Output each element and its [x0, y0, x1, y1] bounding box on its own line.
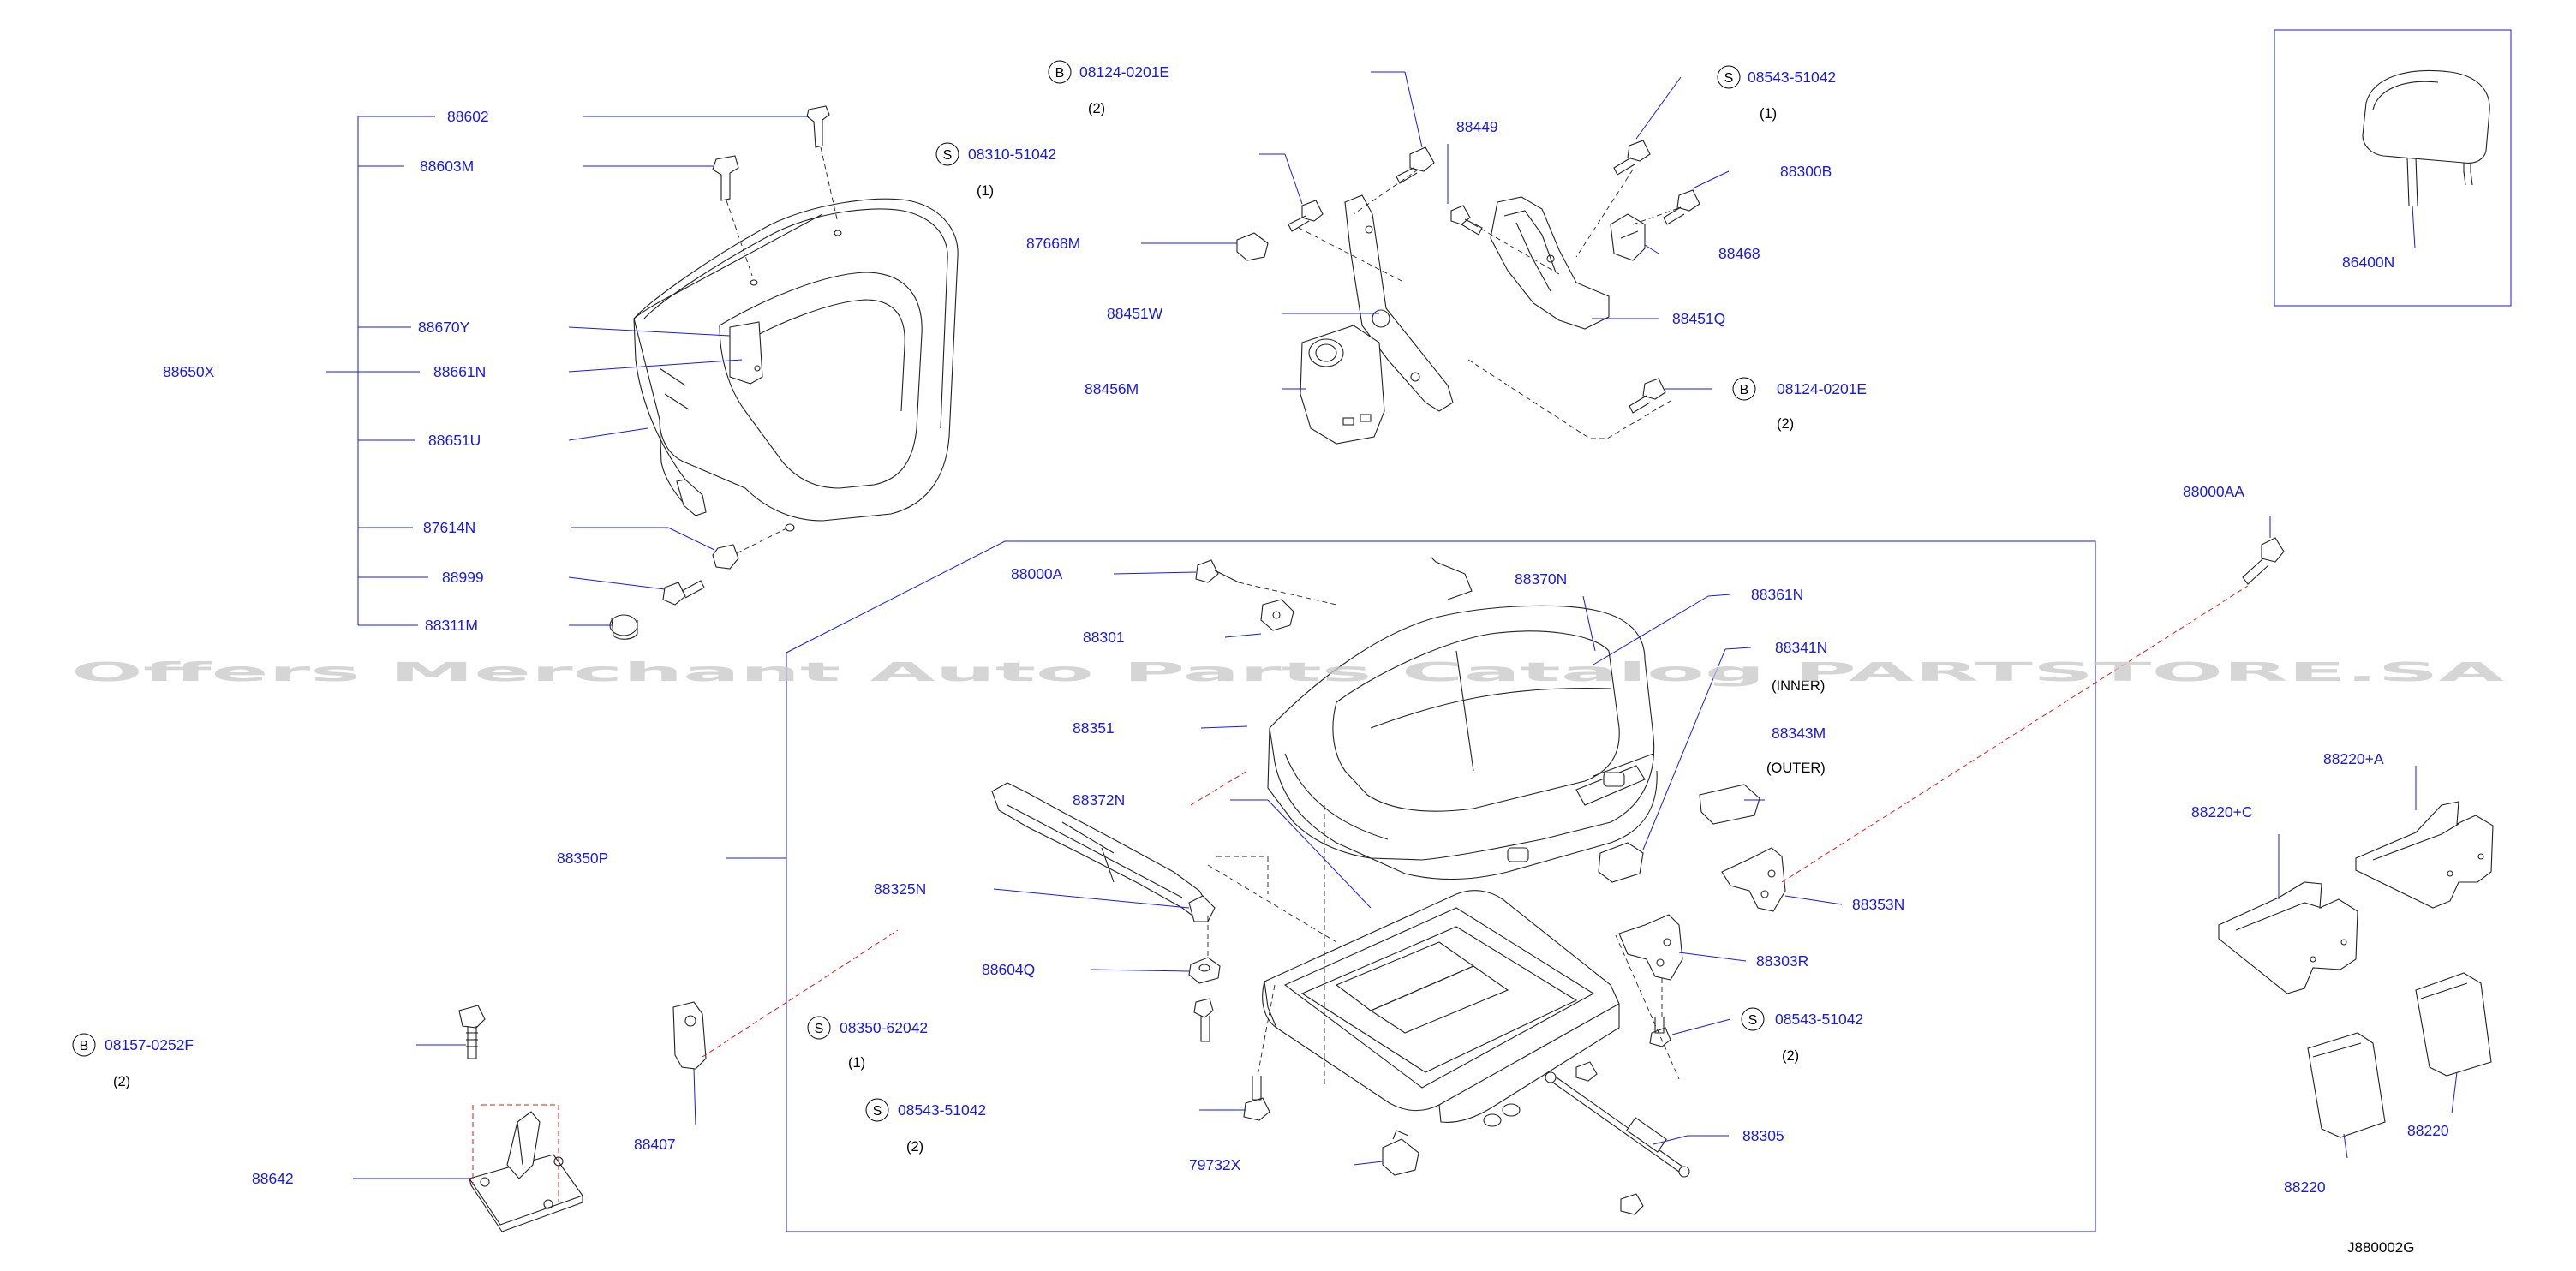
- seat-cushion-group-box: [786, 540, 2096, 1232]
- note-inner: (INNER): [1772, 678, 1825, 694]
- label-88220-b[interactable]: 88220: [2407, 1122, 2449, 1139]
- label-88370N[interactable]: 88370N: [1515, 570, 1567, 588]
- label-08543-top[interactable]: 08543-51042: [1748, 69, 1836, 86]
- label-79732X[interactable]: 79732X: [1189, 1156, 1241, 1173]
- qty-08543-mid: (2): [1782, 1048, 1799, 1064]
- label-08543-low[interactable]: 08543-51042: [898, 1101, 986, 1119]
- label-87614N[interactable]: 87614N: [423, 519, 475, 536]
- fastener-circles: B S S B S S S B: [72, 60, 1765, 1122]
- label-87668M[interactable]: 87668M: [1026, 235, 1080, 252]
- nut-87614N: [712, 527, 789, 570]
- qty-08157: (2): [113, 1074, 130, 1089]
- label-08157[interactable]: 08157-0252F: [105, 1036, 194, 1053]
- seatback-assembly: [633, 198, 959, 532]
- cover-88220-plus-a: [2355, 801, 2494, 909]
- trim-88220-b: [2415, 972, 2492, 1077]
- label-86400N[interactable]: 86400N: [2342, 254, 2394, 271]
- label-88350P[interactable]: 88350P: [557, 850, 608, 867]
- label-88305[interactable]: 88305: [1742, 1127, 1784, 1144]
- headrest-inset-box: [2274, 29, 2512, 307]
- circle-b-08157: B: [80, 1039, 89, 1053]
- label-88220-a[interactable]: 88220: [2284, 1179, 2326, 1196]
- cover-88220-plus-c: [2218, 881, 2358, 994]
- label-88451W[interactable]: 88451W: [1107, 305, 1163, 322]
- bolt-88449: [1450, 205, 1483, 236]
- label-08350[interactable]: 08350-62042: [840, 1019, 928, 1036]
- label-88351[interactable]: 88351: [1073, 719, 1115, 737]
- label-88650X[interactable]: 88650X: [163, 363, 215, 380]
- label-88603M[interactable]: 88603M: [420, 158, 474, 175]
- label-88000AA[interactable]: 88000AA: [2183, 483, 2244, 500]
- quantity-labels: (2) (1) (1) (2) (1) (2) (2) (2): [113, 101, 1799, 1155]
- circle-s-08543-low: S: [873, 1104, 882, 1119]
- label-08124-top[interactable]: 08124-0201E: [1079, 63, 1169, 81]
- qty-08543-top: (1): [1760, 106, 1777, 122]
- circle-b-08124-mid: B: [1740, 383, 1749, 397]
- label-88000A[interactable]: 88000A: [1011, 565, 1063, 582]
- label-88661N[interactable]: 88661N: [433, 363, 486, 380]
- label-88407[interactable]: 88407: [634, 1136, 676, 1153]
- leader-lines: [353, 71, 2458, 1179]
- label-88642[interactable]: 88642: [252, 1170, 294, 1187]
- screw-08543-top: [1613, 140, 1651, 176]
- label-88670Y[interactable]: 88670Y: [418, 319, 470, 336]
- label-88311M[interactable]: 88311M: [425, 617, 478, 634]
- seatback-bracket: [326, 116, 435, 626]
- label-88651U[interactable]: 88651U: [428, 432, 481, 449]
- bolt-08124-top: [1396, 146, 1435, 184]
- label-88303R[interactable]: 88303R: [1756, 952, 1808, 970]
- circle-s-08543-top: S: [1724, 71, 1734, 86]
- headrest-guide-88602: [806, 105, 839, 224]
- label-88468[interactable]: 88468: [1718, 245, 1760, 262]
- label-88604Q[interactable]: 88604Q: [982, 961, 1035, 978]
- label-88353N[interactable]: 88353N: [1852, 896, 1904, 913]
- qty-08124-mid: (2): [1777, 416, 1794, 432]
- label-88220-plus-c[interactable]: 88220+C: [2191, 803, 2253, 820]
- seat-cushion-assembly: [458, 537, 2285, 1232]
- qty-08543-low: (2): [906, 1139, 923, 1155]
- label-88602[interactable]: 88602: [447, 108, 489, 125]
- label-88999[interactable]: 88999: [442, 569, 484, 586]
- qty-08310: (1): [977, 183, 994, 199]
- screw-08310: [1288, 200, 1324, 232]
- label-88300B[interactable]: 88300B: [1780, 163, 1832, 180]
- label-88220-plus-a[interactable]: 88220+A: [2323, 750, 2384, 767]
- watermark-text: Offers Merchant Auto Parts Catalog PARTS…: [71, 658, 2507, 688]
- trim-88220-a: [2307, 1032, 2386, 1138]
- bolt-08124-mid: [1629, 378, 1666, 414]
- circle-b-08124-top: B: [1055, 66, 1065, 81]
- cap-88311M: [609, 614, 638, 640]
- label-88456M[interactable]: 88456M: [1085, 380, 1139, 397]
- qty-08124-top: (2): [1088, 101, 1105, 116]
- part-labels: 88602 88603M 88670Y 88650X 88661N 88651U…: [105, 63, 2449, 1196]
- circle-s-08543-mid: S: [1748, 1013, 1758, 1028]
- label-88361N[interactable]: 88361N: [1751, 586, 1803, 603]
- label-08124-mid[interactable]: 08124-0201E: [1777, 380, 1867, 397]
- label-88341N[interactable]: 88341N: [1775, 639, 1827, 656]
- bolt-88999: [662, 580, 705, 606]
- recliner-assembly: [1298, 164, 1687, 445]
- label-88449[interactable]: 88449: [1456, 118, 1498, 135]
- circle-s-08350: S: [815, 1022, 824, 1036]
- label-88301[interactable]: 88301: [1083, 629, 1125, 646]
- label-08543-mid[interactable]: 08543-51042: [1775, 1011, 1863, 1028]
- circle-s-08310: S: [943, 148, 953, 163]
- bolt-88300B: [1663, 189, 1700, 225]
- label-88372N[interactable]: 88372N: [1073, 791, 1125, 809]
- label-88343M[interactable]: 88343M: [1772, 725, 1826, 742]
- qty-08350: (1): [848, 1055, 865, 1071]
- label-88451Q[interactable]: 88451Q: [1672, 310, 1725, 327]
- clip-87668M: [1236, 232, 1269, 261]
- note-outer: (OUTER): [1766, 761, 1826, 776]
- label-08310[interactable]: 08310-51042: [968, 146, 1056, 163]
- label-88325N[interactable]: 88325N: [874, 880, 926, 898]
- headrest-86400N: [2362, 69, 2490, 206]
- headrest-guide-88603M: [712, 155, 753, 277]
- diagram-reference-code: J880002G: [2347, 1239, 2414, 1256]
